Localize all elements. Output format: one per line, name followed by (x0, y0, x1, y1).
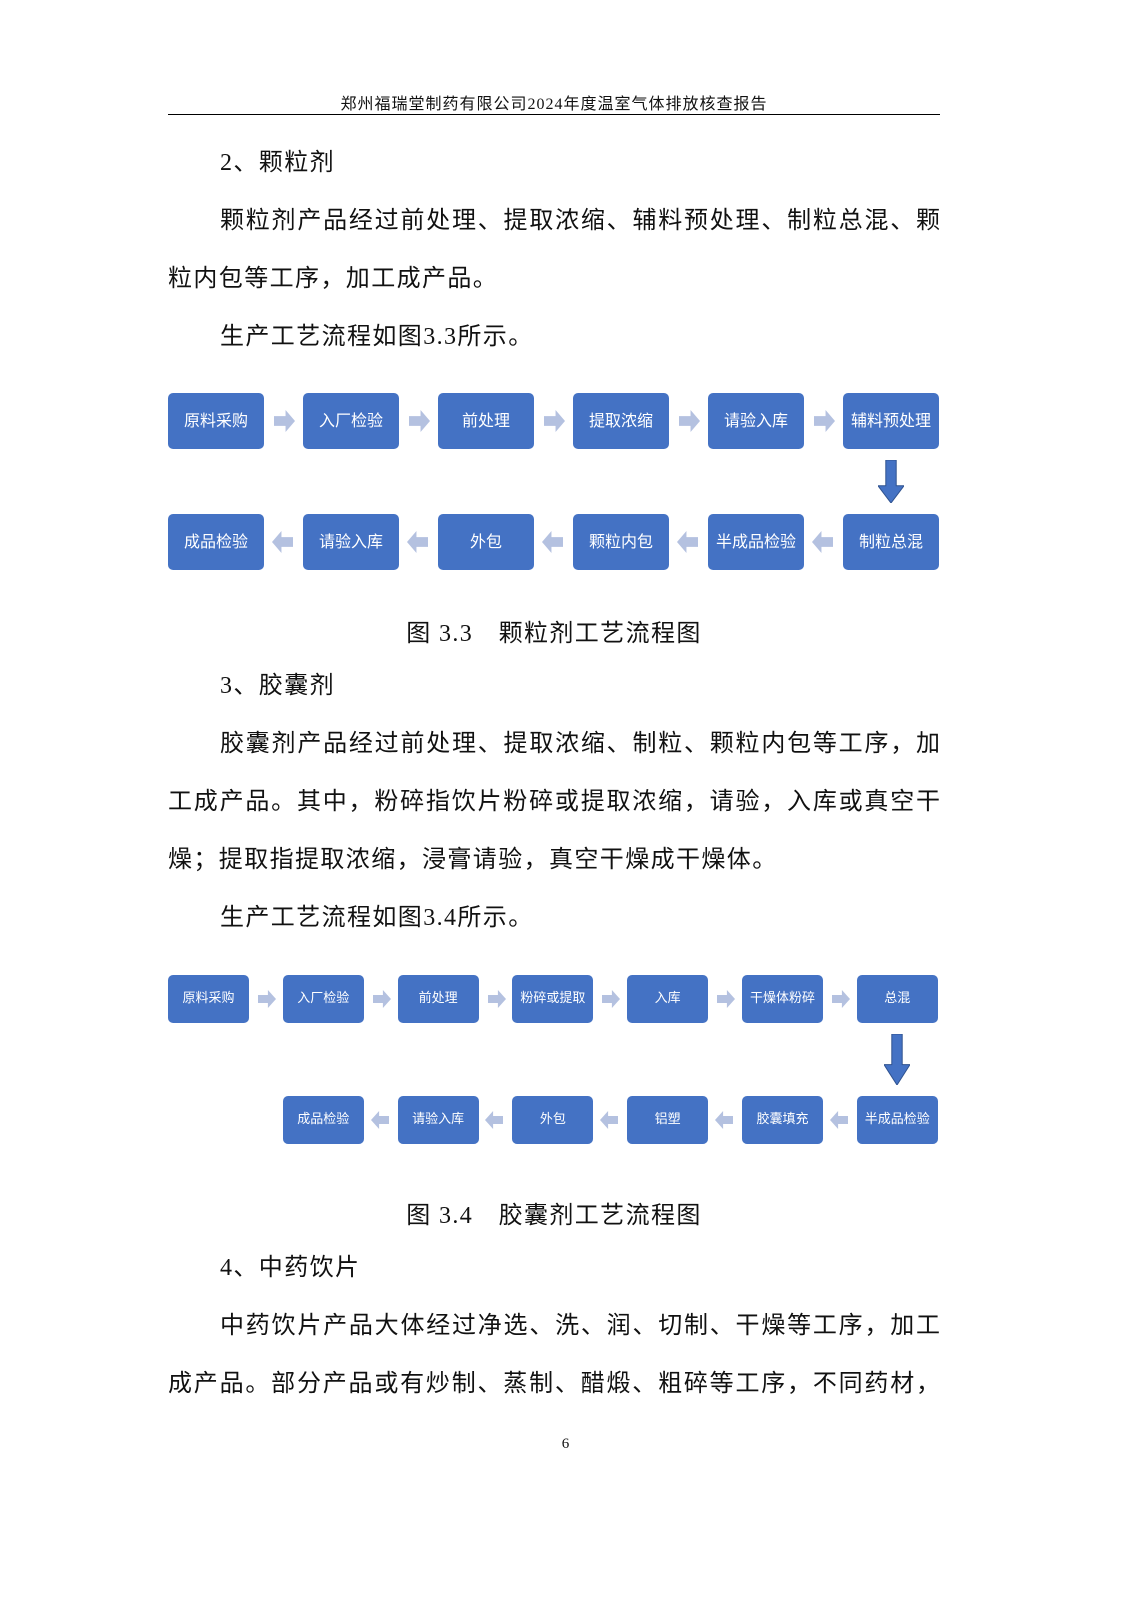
process-step-box: 颗粒内包 (573, 514, 669, 570)
arrow-down-icon (883, 1033, 912, 1090)
figure-reference: 生产工艺流程如图3.3所示。 (220, 324, 534, 350)
arrow-right-icon (274, 410, 295, 437)
arrow-left-icon (600, 1111, 619, 1134)
paragraph-line: 颗粒剂产品经过前处理、提取浓缩、辅料预处理、制粒总混、颗 (220, 208, 940, 234)
process-step-box: 原料采购 (168, 975, 249, 1023)
process-step-box: 半成品检验 (856, 1096, 938, 1144)
process-step-box: 干燥体粉碎 (742, 975, 823, 1023)
arrow-right-icon (602, 990, 621, 1013)
process-step-box: 半成品检验 (708, 514, 804, 570)
arrow-left-icon (715, 1111, 733, 1134)
arrow-right-icon (814, 410, 835, 437)
figure-reference: 生产工艺流程如图3.4所示。 (220, 905, 534, 931)
process-step-box: 提取浓缩 (573, 393, 669, 449)
paragraph-line: 胶囊剂产品经过前处理、提取浓缩、制粒、颗粒内包等工序，加 (220, 731, 940, 757)
paragraph-line: 中药饮片产品大体经过净选、洗、润、切制、干燥等工序，加工 (220, 1313, 940, 1339)
arrow-right-icon (679, 410, 700, 437)
process-step-box: 成品检验 (168, 514, 264, 570)
arrow-left-icon (370, 1111, 389, 1134)
process-step-box: 成品检验 (282, 1096, 364, 1144)
process-step-box: 前处理 (438, 393, 534, 449)
figure-caption: 图 3.4 胶囊剂工艺流程图 (406, 1203, 702, 1229)
arrow-left-icon (812, 531, 833, 558)
paragraph-line: 成产品。部分产品或有炒制、蒸制、醋煅、粗碎等工序，不同药材， (168, 1371, 940, 1397)
process-step-box: 入厂检验 (303, 393, 399, 449)
arrow-right-icon (487, 990, 506, 1013)
section-heading-granules: 2、颗粒剂 (220, 150, 335, 176)
paragraph-line: 工成产品。其中，粉碎指饮片粉碎或提取浓缩，请验，入库或真空干 (168, 789, 940, 815)
process-step-box: 外包 (438, 514, 534, 570)
process-step-box: 粉碎或提取 (512, 975, 594, 1023)
process-step-box: 请验入库 (397, 1096, 479, 1144)
arrow-right-icon (832, 990, 850, 1013)
process-step-box: 总混 (856, 975, 938, 1023)
process-step-box: 辅料预处理 (843, 393, 939, 449)
process-step-box: 制粒总混 (843, 514, 939, 570)
arrow-right-icon (717, 990, 736, 1013)
section-heading-decoction-pieces: 4、中药饮片 (220, 1255, 361, 1281)
process-step-box: 原料采购 (168, 393, 264, 449)
paragraph-line: 燥；提取指提取浓缩，浸膏请验，真空干燥成干燥体。 (168, 847, 778, 873)
process-step-box: 入厂检验 (282, 975, 364, 1023)
arrow-right-icon (544, 410, 565, 437)
arrow-left-icon (272, 531, 293, 558)
section-heading-capsules: 3、胶囊剂 (220, 673, 335, 699)
page-header: 郑州福瑞堂制药有限公司2024年度温室气体排放核查报告 (340, 96, 768, 113)
arrow-right-icon (258, 990, 276, 1013)
process-step-box: 入库 (627, 975, 709, 1023)
paragraph-line: 粒内包等工序，加工成产品。 (168, 266, 499, 292)
arrow-right-icon (409, 410, 430, 437)
process-step-box: 请验入库 (708, 393, 804, 449)
process-step-box: 胶囊填充 (742, 1096, 823, 1144)
arrow-down-icon (876, 459, 906, 508)
process-step-box: 请验入库 (303, 514, 399, 570)
arrow-left-icon (485, 1111, 504, 1134)
process-step-box: 铝塑 (627, 1096, 709, 1144)
arrow-left-icon (542, 531, 563, 558)
page-number: 6 (561, 1436, 570, 1452)
arrow-left-icon (829, 1111, 848, 1134)
arrow-left-icon (407, 531, 428, 558)
process-step-box: 外包 (512, 1096, 594, 1144)
header-divider (168, 114, 940, 115)
arrow-right-icon (372, 990, 391, 1013)
process-step-box: 前处理 (397, 975, 479, 1023)
arrow-left-icon (677, 531, 698, 558)
figure-caption: 图 3.3 颗粒剂工艺流程图 (406, 621, 702, 647)
